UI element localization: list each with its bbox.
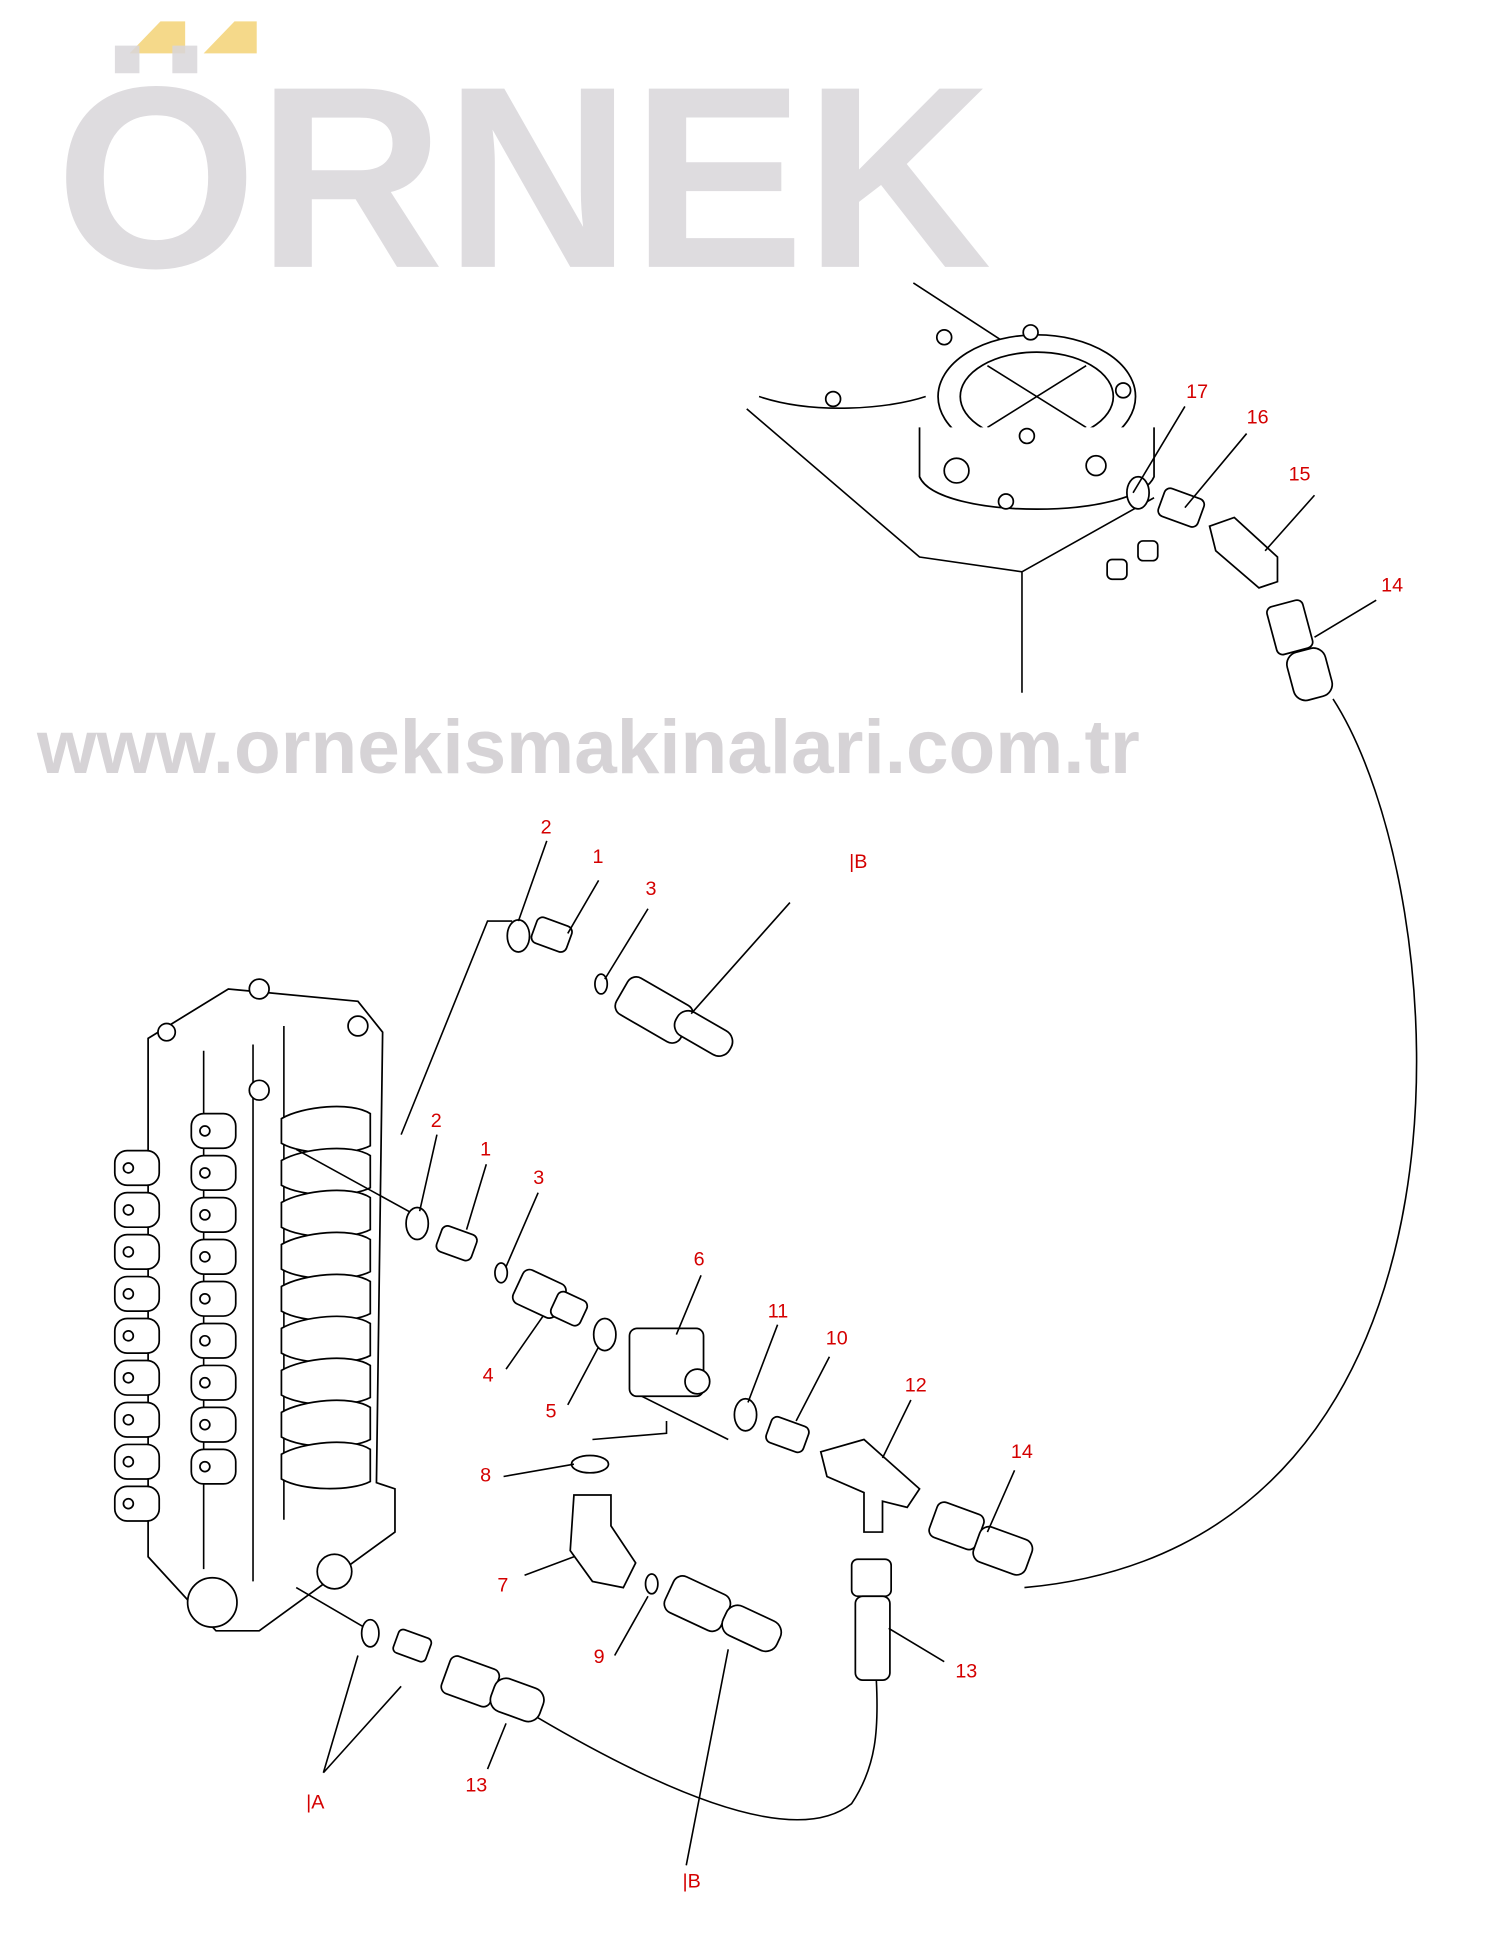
watermark-brand: ÖRNEK <box>56 32 992 322</box>
spool-cap <box>190 1364 237 1401</box>
callout-14: 14 <box>1011 1441 1033 1463</box>
spool-hole <box>122 1204 135 1216</box>
spool-hole <box>122 1246 135 1258</box>
callout-11: 11 <box>768 1300 789 1322</box>
callout-8: 8 <box>480 1464 491 1486</box>
watermark-url: www.ornekismakinalari.com.tr <box>36 705 1140 790</box>
valve-section-plate <box>280 1357 372 1406</box>
spool-hole <box>122 1288 135 1300</box>
spool-hole <box>199 1292 211 1305</box>
spool-cap <box>190 1196 237 1233</box>
spool-hole <box>122 1162 135 1174</box>
callout-6: 6 <box>694 1248 705 1270</box>
spool-cap <box>190 1448 237 1485</box>
spool-hole <box>122 1330 135 1342</box>
valve-section-plate <box>280 1315 372 1364</box>
spool-cap <box>113 1443 161 1480</box>
valve-section-plate <box>280 1231 372 1280</box>
callout-3: 3 <box>646 878 657 900</box>
fittings <box>360 475 1334 1723</box>
callout-17: 17 <box>1186 381 1208 403</box>
spool-cap <box>190 1112 237 1150</box>
spool-cap <box>190 1154 237 1192</box>
spool-hole <box>122 1413 135 1426</box>
spool-cap <box>113 1275 161 1312</box>
spool-cap <box>190 1280 237 1317</box>
spool-cap <box>113 1485 161 1522</box>
valve-section-plate <box>280 1273 372 1322</box>
hydraulic-tank <box>746 282 1159 693</box>
spool-cap <box>113 1401 161 1438</box>
spool-hole <box>199 1460 211 1473</box>
callout-5: 5 <box>546 1400 557 1422</box>
control-valve-block <box>113 978 396 1632</box>
callout-9: 9 <box>594 1646 605 1668</box>
callout-2: 2 <box>431 1110 442 1132</box>
callout-leaders <box>322 405 1377 1866</box>
reference-b: |B <box>683 1871 701 1893</box>
spool-hole <box>199 1334 211 1347</box>
valve-section-plate <box>280 1399 372 1448</box>
spool-cap <box>113 1233 161 1271</box>
spool-cap <box>113 1191 161 1229</box>
spool-cap <box>113 1149 161 1187</box>
reference-b: |B <box>849 851 867 873</box>
spool-hole <box>122 1497 135 1510</box>
spool-hole <box>199 1167 211 1179</box>
spool-hole <box>199 1418 211 1431</box>
callout-2: 2 <box>541 816 552 838</box>
spool-hole <box>199 1209 211 1221</box>
spool-cap <box>190 1406 237 1443</box>
callout-10: 10 <box>826 1327 848 1349</box>
callout-12: 12 <box>905 1374 927 1396</box>
hose-tank-to-tee <box>1024 698 1418 1589</box>
callout-16: 16 <box>1247 407 1269 429</box>
spool-cap <box>113 1317 161 1354</box>
spool-cap <box>190 1238 237 1275</box>
watermark: ÖRNEK www.ornekismakinalari.com.tr <box>36 21 1140 790</box>
watermark-accent-mark <box>129 21 186 54</box>
spool-hole <box>199 1125 211 1137</box>
valve-section-plate <box>280 1441 372 1490</box>
callout-15: 15 <box>1289 463 1311 485</box>
spool-hole <box>122 1371 135 1384</box>
watermark-accent-mark <box>203 21 257 54</box>
valve-section-plate <box>280 1105 372 1154</box>
spool-cap <box>113 1359 161 1396</box>
reference-a: |A <box>306 1792 325 1814</box>
callout-13: 13 <box>465 1774 487 1796</box>
spool-hole <box>199 1376 211 1389</box>
hose-valve-to-tee <box>536 1680 878 1821</box>
assembly-lines <box>295 698 1418 1821</box>
callout-3: 3 <box>533 1167 544 1189</box>
spool-hole <box>122 1455 135 1468</box>
callout-14: 14 <box>1381 575 1403 597</box>
callout-7: 7 <box>497 1574 508 1596</box>
part-callouts: 17 16 15 14 2 1 3 |B 2 1 3 6 11 10 12 14… <box>306 381 1403 1893</box>
spool-cap <box>190 1322 237 1359</box>
callout-1: 1 <box>592 846 603 868</box>
valve-section-plate <box>280 1147 372 1196</box>
callout-4: 4 <box>483 1364 494 1386</box>
valve-section-plate <box>280 1189 372 1238</box>
callout-1: 1 <box>480 1139 491 1161</box>
callout-13: 13 <box>955 1661 977 1683</box>
spool-hole <box>199 1251 211 1263</box>
